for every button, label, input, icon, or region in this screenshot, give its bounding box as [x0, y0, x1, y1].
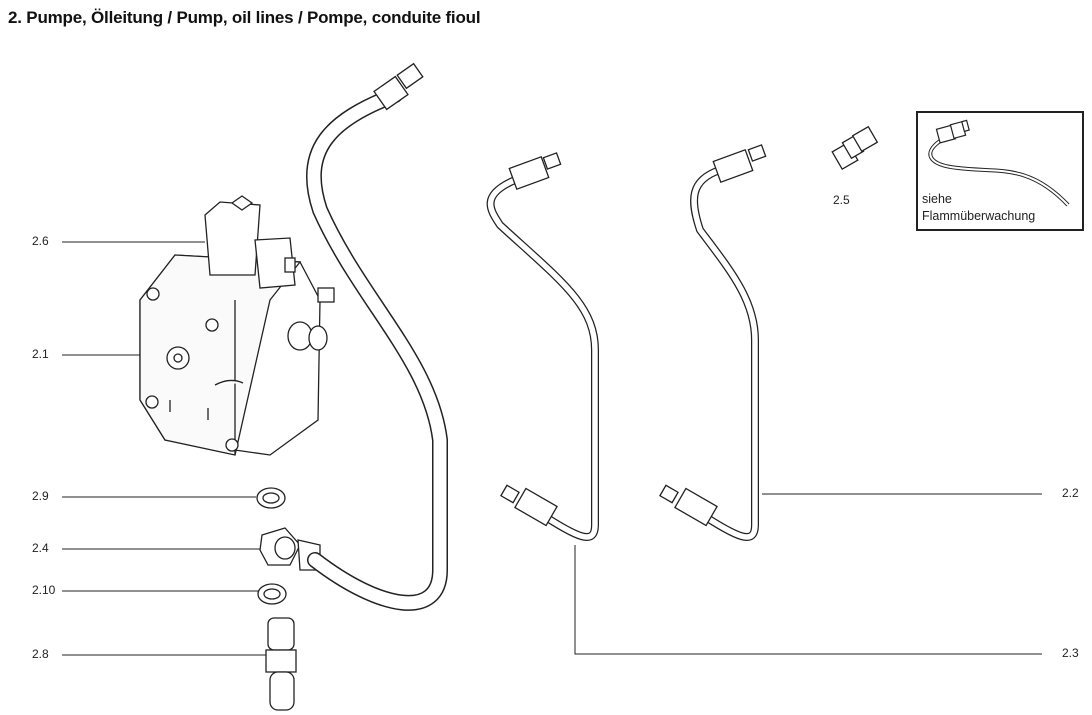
part-label-2-9: 2.9 — [32, 489, 49, 503]
part-label-2-6: 2.6 — [32, 234, 49, 248]
page-title: 2. Pumpe, Ölleitung / Pump, oil lines / … — [8, 8, 481, 27]
part-label-2-4: 2.4 — [32, 541, 49, 555]
leader-2-3 — [574, 545, 1042, 655]
part-label-2-10: 2.10 — [32, 583, 56, 597]
pump-2-1 — [139, 254, 335, 456]
inset-text-line1: siehe — [922, 192, 952, 206]
nipple-2-5 — [831, 125, 879, 171]
flame-monitor-inset: siehe Flammüberwachung — [916, 111, 1084, 231]
oil-hose — [305, 87, 448, 611]
part-label-2-8: 2.8 — [32, 647, 49, 661]
solenoid-coil-2-6 — [204, 195, 296, 289]
part-label-2-5: 2.5 — [833, 193, 850, 207]
part-label-2-3: 2.3 — [1062, 646, 1079, 660]
connector-cable-icon — [928, 119, 1070, 207]
part-label-2-1: 2.1 — [32, 347, 49, 361]
oil-pipe-2-3 — [486, 176, 599, 541]
part-label-2-2: 2.2 — [1062, 486, 1079, 500]
banjo-fitting-2-4 — [259, 527, 321, 571]
nipple-2-8 — [265, 617, 297, 711]
inset-text-line2: Flammüberwachung — [922, 209, 1036, 223]
oil-pipe-2-2 — [690, 166, 759, 541]
